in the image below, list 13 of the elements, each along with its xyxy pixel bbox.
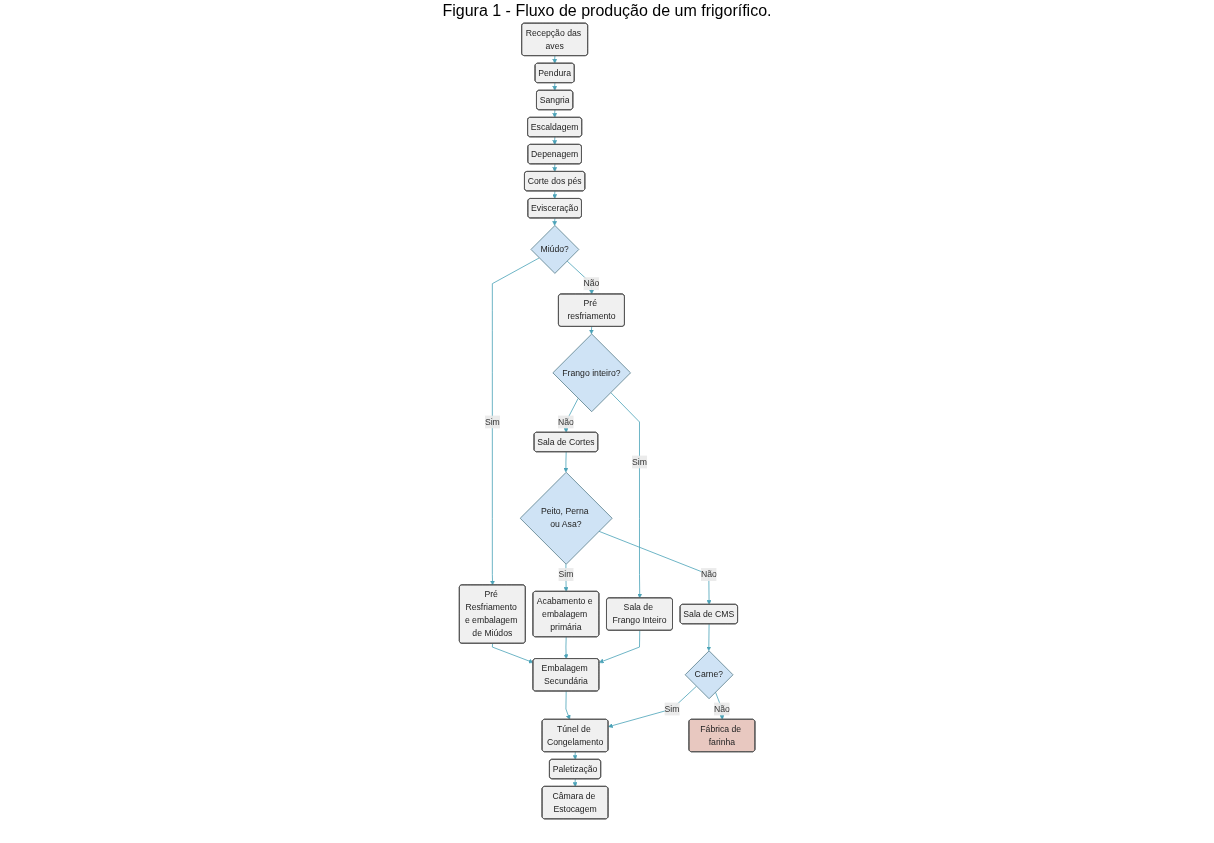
edge-label: Sim	[631, 457, 647, 467]
figure-title: Figura 1 - Fluxo de produção de um frigorífico.	[441, 2, 773, 20]
edge-label: Sim	[664, 704, 680, 714]
edge-label: Sim	[484, 417, 500, 427]
edge-label: Não	[583, 278, 600, 288]
edge-label: Não	[713, 704, 730, 714]
edge-label: Não	[700, 569, 717, 579]
node-diamond: Peito, Perna ou Asa?	[519, 471, 613, 565]
node-diamond: Carne?	[684, 650, 734, 700]
node-diamond: Frango inteiro?	[552, 333, 631, 413]
edge-label: Não	[557, 417, 574, 427]
edge-label: Sim	[558, 569, 574, 579]
node-diamond: Miúdo?	[530, 225, 580, 274]
